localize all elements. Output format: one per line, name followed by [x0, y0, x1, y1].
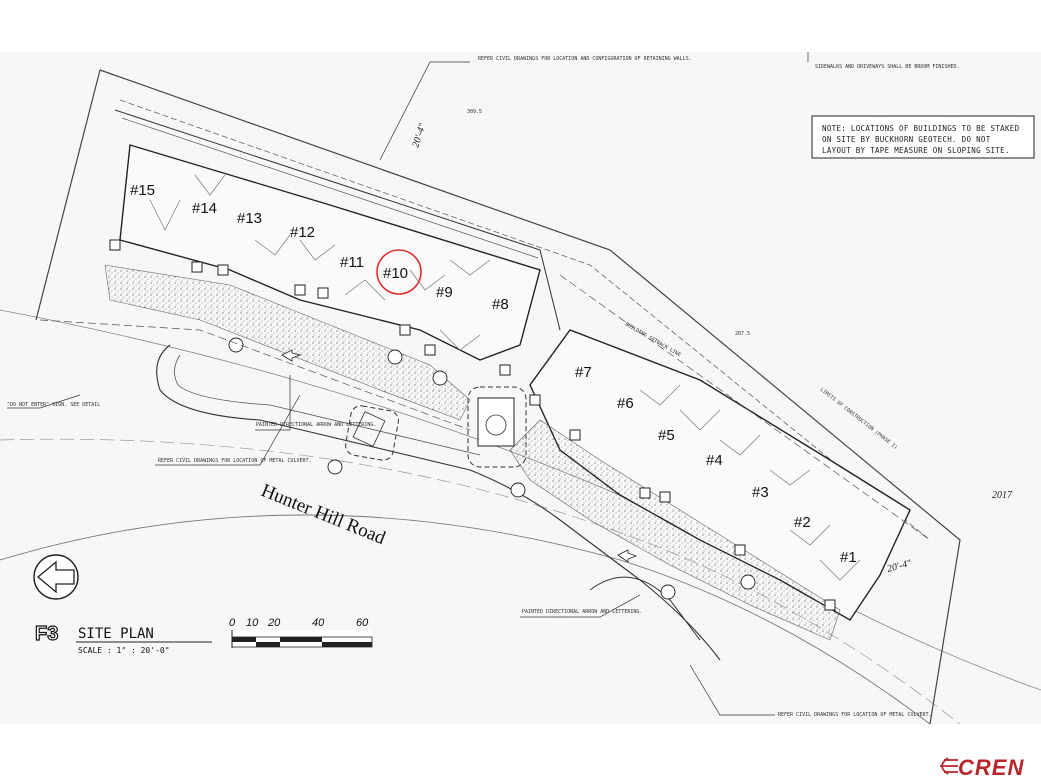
dumpster-enclosure-right [467, 386, 527, 468]
scale-tick-40: 40 [312, 617, 325, 629]
sheet-number: F3 [35, 623, 58, 645]
retaining-wall [114, 109, 561, 331]
building-block-north [119, 144, 541, 361]
scale-tick-10: 10 [246, 617, 259, 629]
note-do-not-enter: "DO NOT ENTER" SIGN. SEE DETAIL [7, 402, 100, 408]
unit-label-3: #3 [752, 484, 769, 501]
elevation-right: 207.5 [735, 331, 750, 337]
unit-label-13: #13 [237, 210, 262, 227]
road-centerline [0, 438, 961, 725]
graphic-scale-bar: 0 10 20 40 60 [229, 617, 373, 648]
scale-tick-20: 20 [267, 617, 281, 629]
unit-label-15: #15 [130, 182, 155, 199]
note-painted-arrow-left: PAINTED DIRECTIONAL ARROW AND LETTERING. [256, 422, 376, 428]
year-annotation: 2017 [992, 490, 1013, 501]
sheet-title: SITE PLAN [78, 626, 154, 642]
painted-arrow-left [281, 349, 302, 362]
unit-label-9: #9 [436, 284, 453, 301]
cren-logo: CREN [940, 755, 1024, 780]
unit-labels: #15 #14 #13 #12 #11 #10 #9 #8 #7 #6 #5 #… [130, 182, 857, 566]
scale-tick-0: 0 [229, 617, 236, 629]
note-box-line-3: LAYOUT BY TAPE MEASURE ON SLOPING SITE. [822, 146, 1010, 155]
note-painted-arrow-right: PAINTED DIRECTIONAL ARROW AND LETTERING. [522, 609, 642, 615]
elevation-top: 309.5 [467, 109, 482, 115]
unit-label-7: #7 [575, 364, 592, 381]
painted-arrow-right [617, 549, 638, 563]
unit-label-12: #12 [290, 224, 315, 241]
dumpster-enclosure-left [345, 405, 399, 461]
note-retaining-walls: REFER CIVIL DRAWINGS FOR LOCATION AND CO… [478, 56, 692, 62]
property-boundary [35, 69, 961, 725]
parking-island [156, 344, 721, 661]
setback-line-top [119, 99, 931, 541]
cren-logo-text: CREN [958, 755, 1024, 780]
unit-label-10: #10 [383, 265, 408, 282]
note-culvert-left: REFER CIVIL DRAWINGS FOR LOCATION OF MET… [158, 458, 312, 464]
unit-label-1: #1 [840, 549, 857, 566]
unit-10-highlight-circle [376, 249, 422, 295]
unit-label-4: #4 [706, 452, 723, 469]
note-box-line-1: NOTE: LOCATIONS OF BUILDINGS TO BE STAKE… [822, 124, 1020, 133]
north-arrow-icon [33, 554, 79, 600]
scale-tick-60: 60 [356, 617, 369, 629]
road-edge-inner [0, 514, 931, 725]
unit-label-2: #2 [794, 514, 811, 531]
cren-logo-icon [940, 757, 958, 775]
driveway-north [104, 264, 471, 421]
unit-label-5: #5 [658, 427, 675, 444]
note-box-line-2: ON SITE BY BUCKHORN GEOTECH. DO NOT [822, 135, 991, 144]
unit-label-14: #14 [192, 200, 217, 217]
sheet-scale: SCALE : 1" : 20'-0" [78, 646, 170, 655]
unit-label-6: #6 [617, 395, 634, 412]
unit-label-11: #11 [340, 254, 364, 271]
unit-label-8: #8 [492, 296, 509, 313]
note-culvert-bottom: REFER CIVIL DRAWINGS FOR LOCATION OF MET… [778, 712, 932, 718]
note-broom-finish: SIDEWALKS AND DRIVEWAYS SHALL BE BROOM F… [815, 64, 960, 70]
staking-note-box [811, 115, 1035, 159]
